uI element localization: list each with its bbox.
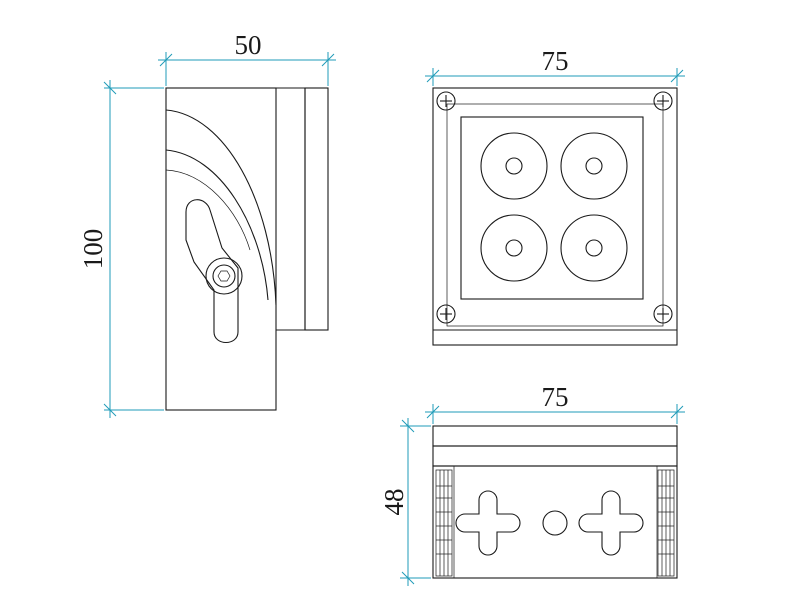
side-view-arc-outer [165, 109, 277, 306]
screw-top-left-icon [436, 91, 456, 111]
center-hole [542, 510, 568, 536]
side-view [165, 87, 329, 411]
led-lenses [480, 132, 628, 282]
dimension-side-width: 50 [158, 30, 336, 86]
mounting-slot-left-icon [455, 490, 521, 556]
front-view [432, 87, 678, 346]
screw-bottom-left-icon [436, 304, 456, 324]
bottom-view-body [432, 445, 678, 467]
side-view-housing [276, 87, 306, 331]
side-height-label: 100 [78, 229, 108, 270]
dimension-side-height: 100 [78, 80, 164, 418]
bottom-view-left-fins [435, 469, 453, 577]
bottom-view [432, 425, 678, 579]
side-width-label: 50 [235, 30, 262, 60]
side-view-body [165, 87, 277, 411]
hex-bolt [205, 257, 243, 295]
dimension-front-width: 75 [425, 46, 685, 86]
side-view-lens-cap [304, 87, 329, 331]
front-width-label: 75 [542, 46, 569, 76]
bottom-width-label: 75 [542, 382, 569, 412]
mounting-slot-right-icon [578, 490, 644, 556]
bottom-view-right-fins [657, 469, 675, 577]
screw-bottom-right-icon [653, 304, 673, 324]
led-lens-bottom-left [480, 214, 548, 282]
bottom-view-base [432, 465, 678, 579]
dimension-bottom-height: 48 [379, 418, 431, 586]
led-lens-bottom-right [560, 214, 628, 282]
screw-top-right-icon [653, 91, 673, 111]
front-view-lens-panel [460, 116, 644, 300]
bottom-height-label: 48 [379, 489, 409, 516]
side-view-arc-inner [165, 149, 269, 301]
dimension-bottom-width: 75 [425, 382, 685, 424]
led-lens-top-right [560, 132, 628, 200]
front-view-frame [432, 87, 678, 346]
led-lens-top-left [480, 132, 548, 200]
front-view-screws [436, 91, 673, 324]
bottom-view-cap [432, 425, 678, 447]
front-view-inner-frame [446, 103, 664, 327]
side-view-arc-fillet [165, 169, 251, 251]
adjustment-slot [185, 199, 239, 344]
